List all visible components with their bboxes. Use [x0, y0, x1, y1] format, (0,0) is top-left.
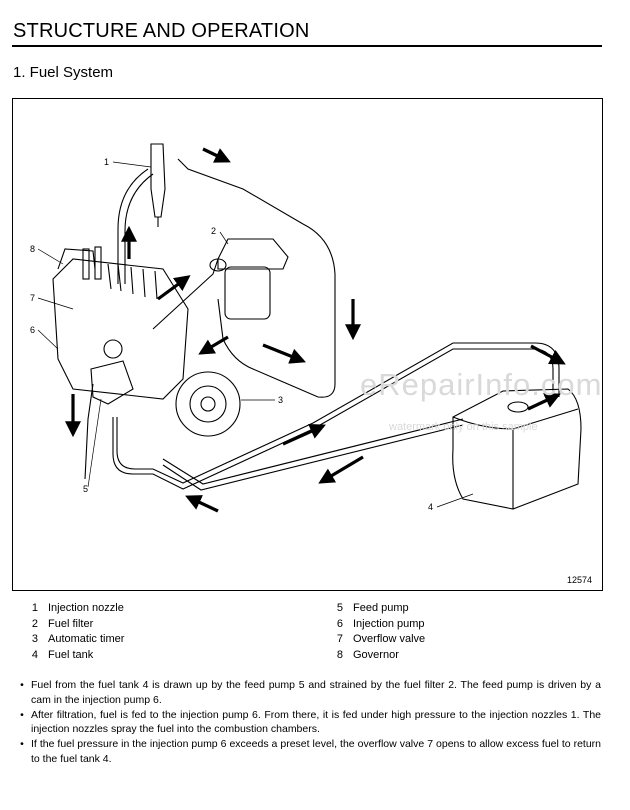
- return-line: [162, 418, 464, 485]
- injection-nozzle: [150, 143, 166, 218]
- legend-number: 1: [31, 602, 38, 614]
- legend-label: Injection pump: [353, 617, 425, 630]
- legend-left-column: 1 Injection nozzle 2 Fuel filter 3 Automati…: [22, 601, 125, 664]
- legend-item: 6 Injection pump: [327, 617, 425, 633]
- page-header-title: STRUCTURE AND OPERATION: [13, 20, 310, 42]
- legend-item: 4 Fuel tank: [22, 648, 124, 664]
- callout-fuel-tank: 4: [428, 502, 434, 512]
- callout-fuel-filter: 2: [211, 226, 217, 236]
- legend-number: 4: [31, 648, 38, 661]
- filter-to-pump-line: [152, 258, 219, 330]
- legend-label: Fuel filter: [48, 617, 94, 630]
- legend-number: 5: [336, 602, 343, 614]
- legend-label: Fuel tank: [48, 648, 94, 661]
- notes-list: • Fuel from the fuel tank 4 is drawn up b…: [13, 678, 601, 767]
- callout-injection-pump: 6: [30, 325, 36, 335]
- watermark-subtext: watermark only on this sample: [389, 421, 538, 433]
- note-text: Fuel from the fuel tank 4 is drawn up by…: [31, 679, 601, 706]
- nozzle-to-pump-line: [117, 168, 149, 284]
- note-item: • After filtration, fuel is fed to the in…: [13, 708, 601, 738]
- injection-pump-body: [52, 258, 189, 400]
- legend-label: Feed pump: [353, 602, 409, 614]
- header-rule: [12, 45, 602, 47]
- legend-number: 2: [31, 617, 38, 630]
- legend-label: Governor: [353, 648, 399, 661]
- fuel-filter-head: [217, 238, 289, 270]
- bullet: •: [20, 738, 24, 751]
- legend-number: 7: [336, 633, 343, 645]
- callout-overflow-valve: 7: [30, 293, 36, 303]
- legend-label: Injection nozzle: [48, 602, 124, 614]
- note-item: • Fuel from the fuel tank 4 is drawn up b…: [13, 678, 601, 708]
- callout-injection-nozzle: 1: [104, 157, 110, 167]
- callout-feed-pump: 5: [83, 484, 89, 494]
- fuel-system-diagram: 1 2 3 4 5 6 7 8 eRepairInfo.com watermar…: [12, 98, 603, 591]
- legend-item: 8 Governor: [327, 648, 425, 664]
- fuel-tank: [452, 388, 582, 510]
- legend-number: 3: [31, 633, 38, 645]
- note-item: • If the fuel pressure in the injection p…: [13, 737, 601, 767]
- callout-automatic-timer: 3: [278, 395, 284, 405]
- figure-number: 12574: [566, 575, 592, 585]
- leak-off-line: [177, 158, 336, 398]
- legend-item: 5 Feed pump: [327, 601, 425, 617]
- legend-number: 6: [336, 617, 343, 630]
- note-text: After filtration, fuel is fed to the inj…: [31, 708, 601, 736]
- legend-item: 1 Injection nozzle: [22, 601, 124, 617]
- note-text: If the fuel pressure in the injection pu…: [31, 738, 601, 765]
- legend-item: 7 Overflow valve: [327, 632, 425, 648]
- legend-number: 8: [336, 648, 343, 661]
- legend-label: Automatic timer: [48, 633, 125, 645]
- bullet: •: [20, 708, 24, 721]
- legend-item: 2 Fuel filter: [22, 617, 124, 633]
- bullet: •: [20, 679, 24, 691]
- legend-right-column: 5 Feed pump 6 Injection pump 7 Overflow val…: [327, 601, 425, 663]
- feed-pump: [90, 360, 134, 405]
- legend-label: Overflow valve: [353, 633, 426, 645]
- fuel-filter-element: [224, 266, 271, 320]
- automatic-timer: [175, 371, 241, 437]
- section-title: 1. Fuel System: [13, 64, 114, 81]
- watermark: eRepairInfo.com: [360, 367, 603, 402]
- governor: [57, 248, 96, 270]
- legend-item: 3 Automatic timer: [22, 632, 125, 648]
- callout-governor: 8: [30, 244, 36, 254]
- return-line-inner: [162, 424, 464, 491]
- tank-to-pump-line-inner: [116, 342, 560, 484]
- diagram-drawing: [37, 143, 582, 513]
- overflow-line: [84, 383, 94, 480]
